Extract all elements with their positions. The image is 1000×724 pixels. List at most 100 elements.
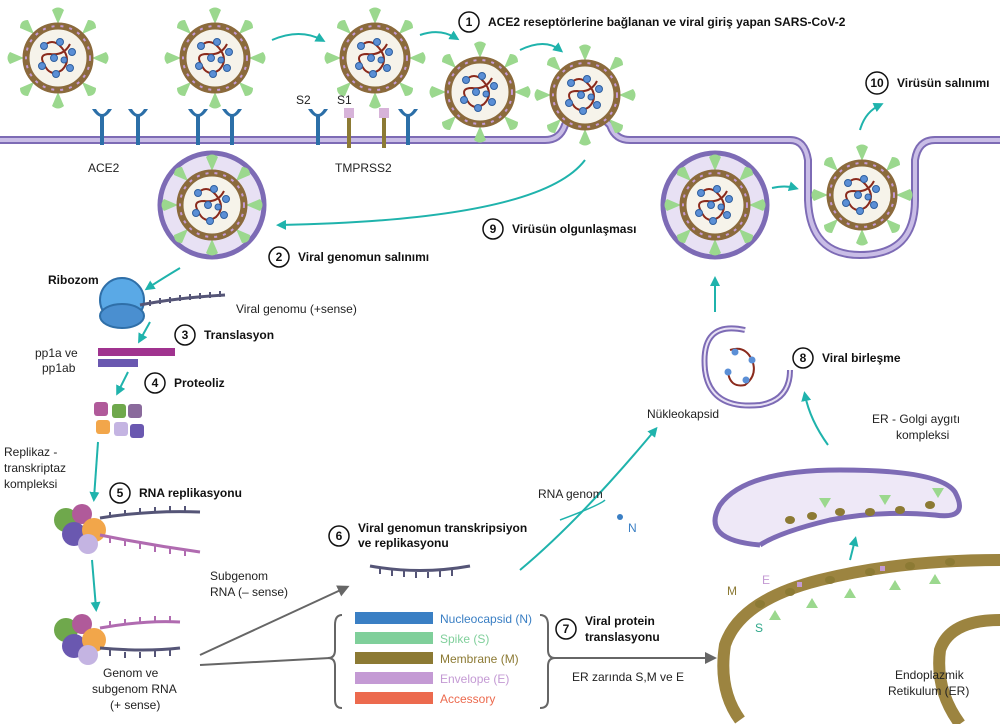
pp1a-bar xyxy=(98,348,175,356)
arrow-to-transcription xyxy=(90,559,101,612)
step-number: 1 xyxy=(466,15,473,29)
er-golgi-label: ER - Golgi aygıtı xyxy=(872,412,960,426)
step-9: 9 Virüsün olgunlaşması xyxy=(482,218,636,240)
step-number: 5 xyxy=(117,486,124,500)
legend-swatch xyxy=(355,692,433,704)
step-4: 4 Proteoliz xyxy=(144,372,225,394)
step-label: Viral genomun transkripsiyon xyxy=(358,521,527,535)
replicase-label: kompleksi xyxy=(4,477,57,491)
step-label: translasyonu xyxy=(585,630,660,644)
er-golgi-membrane-proteins xyxy=(785,501,935,524)
replicase-label: Replikaz - xyxy=(4,445,57,459)
legend-swatch xyxy=(355,672,433,684)
arrow-entry-2 xyxy=(419,30,460,41)
legend-swatch xyxy=(355,652,433,664)
endoplasmic-reticulum xyxy=(717,554,1000,724)
genome-subgenome-label: subgenom RNA xyxy=(92,682,177,696)
genome-strand-positive xyxy=(99,510,201,520)
ace2-label: ACE2 xyxy=(88,161,120,175)
er-spikes xyxy=(769,574,941,620)
virus-particle xyxy=(165,8,266,109)
step-label: Viral protein xyxy=(585,614,655,628)
step-number: 8 xyxy=(800,351,807,365)
step-label: Virüsün olgunlaşması xyxy=(512,222,636,236)
subgenome-label: RNA (– sense) xyxy=(210,585,288,599)
tmprss2-protease xyxy=(344,108,389,148)
step-number: 3 xyxy=(182,328,189,342)
genome-subgenome-label: Genom ve xyxy=(103,666,159,680)
arrow-n-to-nucleocapsid xyxy=(559,499,606,521)
arrow-release xyxy=(859,103,884,131)
subgenome-strand xyxy=(99,620,181,630)
pp1a-label: pp1a ve xyxy=(35,346,78,360)
membrane-protein-label: M xyxy=(727,584,737,598)
arrow-entry-3 xyxy=(519,42,564,53)
n-protein-label: N xyxy=(628,521,637,535)
step-number: 4 xyxy=(152,376,159,390)
spike-protein-label: S xyxy=(755,621,763,635)
arrow-to-protein-legend xyxy=(199,657,331,666)
pp1ab-label: pp1ab xyxy=(42,361,76,375)
viral-genome-rna xyxy=(139,293,226,307)
step-number-badge xyxy=(458,11,480,33)
s2-label: S2 xyxy=(296,93,311,107)
arrow-to-proteolysis xyxy=(116,371,129,396)
er-golgi-membrane xyxy=(712,467,962,548)
step-label: Proteoliz xyxy=(174,376,225,390)
legend-swatch xyxy=(355,632,433,644)
er-label: Retikulum (ER) xyxy=(888,684,969,698)
legend-label: Envelope (E) xyxy=(440,672,509,686)
er-label: Endoplazmik xyxy=(895,668,965,682)
er-golgi-spikes xyxy=(819,488,944,508)
virus-in-endosome xyxy=(162,155,263,256)
er-envelope-proteins xyxy=(797,566,885,587)
arrow-to-pp1a xyxy=(138,321,151,344)
step-label: Viral birleşme xyxy=(822,351,901,365)
replicase-complex xyxy=(54,504,106,554)
step-7: 7 Viral protein translasyonu xyxy=(555,614,660,644)
rna-genome-strand xyxy=(369,564,471,572)
step-label: Translasyon xyxy=(204,328,274,342)
step-5: 5 RNA replikasyonu xyxy=(109,482,242,504)
subgenome-label: Subgenom xyxy=(210,569,268,583)
arrow-to-translation xyxy=(144,267,181,291)
step-number: 6 xyxy=(336,529,343,543)
virus-particle xyxy=(430,42,531,143)
genome-strand-negative xyxy=(99,533,201,554)
virus-particle xyxy=(535,45,636,146)
tmprss2-label: TMPRSS2 xyxy=(335,161,392,175)
legend-swatch xyxy=(355,612,433,624)
step-number: 10 xyxy=(870,76,884,90)
replicase-label: transkriptaz xyxy=(4,461,66,475)
arrow-to-exocytosis xyxy=(771,181,799,192)
nonstructural-proteins xyxy=(94,402,144,438)
genome-subgenome-label: (+ sense) xyxy=(110,698,160,712)
step-label: ve replikasyonu xyxy=(358,536,449,550)
assembling-nucleocapsid xyxy=(724,347,756,387)
legend-label: Nucleocapsid (N) xyxy=(440,612,532,626)
step-label: Viral genomun salınımı xyxy=(298,250,429,264)
rna-genome-label: RNA genom xyxy=(538,487,603,501)
protein-legend: Nucleocapsid (N) Spike (S) Membrane (M) Env… xyxy=(355,612,532,706)
step-2: 2 Viral genomun salınımı xyxy=(268,246,429,268)
er-membrane-proteins xyxy=(755,558,955,608)
step-label: Virüsün salınımı xyxy=(897,76,989,90)
legend-label: Accessory xyxy=(440,692,495,706)
viral-genome-label: Viral genomu (+sense) xyxy=(236,302,357,316)
legend-label: Spike (S) xyxy=(440,632,489,646)
genome-strand xyxy=(99,646,181,652)
s1-label: S1 xyxy=(337,93,352,107)
er-surface-label: ER zarında S,M ve E xyxy=(572,670,684,684)
arrow-er-to-golgi xyxy=(848,536,859,561)
n-protein-dot xyxy=(617,514,623,520)
released-virus xyxy=(812,145,913,246)
step-6: 6 Viral genomun transkripsiyon ve replik… xyxy=(328,521,527,550)
step-label: RNA replikasyonu xyxy=(139,486,242,500)
step-10: 10 Virüsün salınımı xyxy=(865,71,989,95)
envelope-protein-label: E xyxy=(762,573,770,587)
legend-label: Membrane (M) xyxy=(440,652,519,666)
arrow-golgi-to-assembly xyxy=(801,391,829,446)
virus-particle xyxy=(8,8,109,109)
